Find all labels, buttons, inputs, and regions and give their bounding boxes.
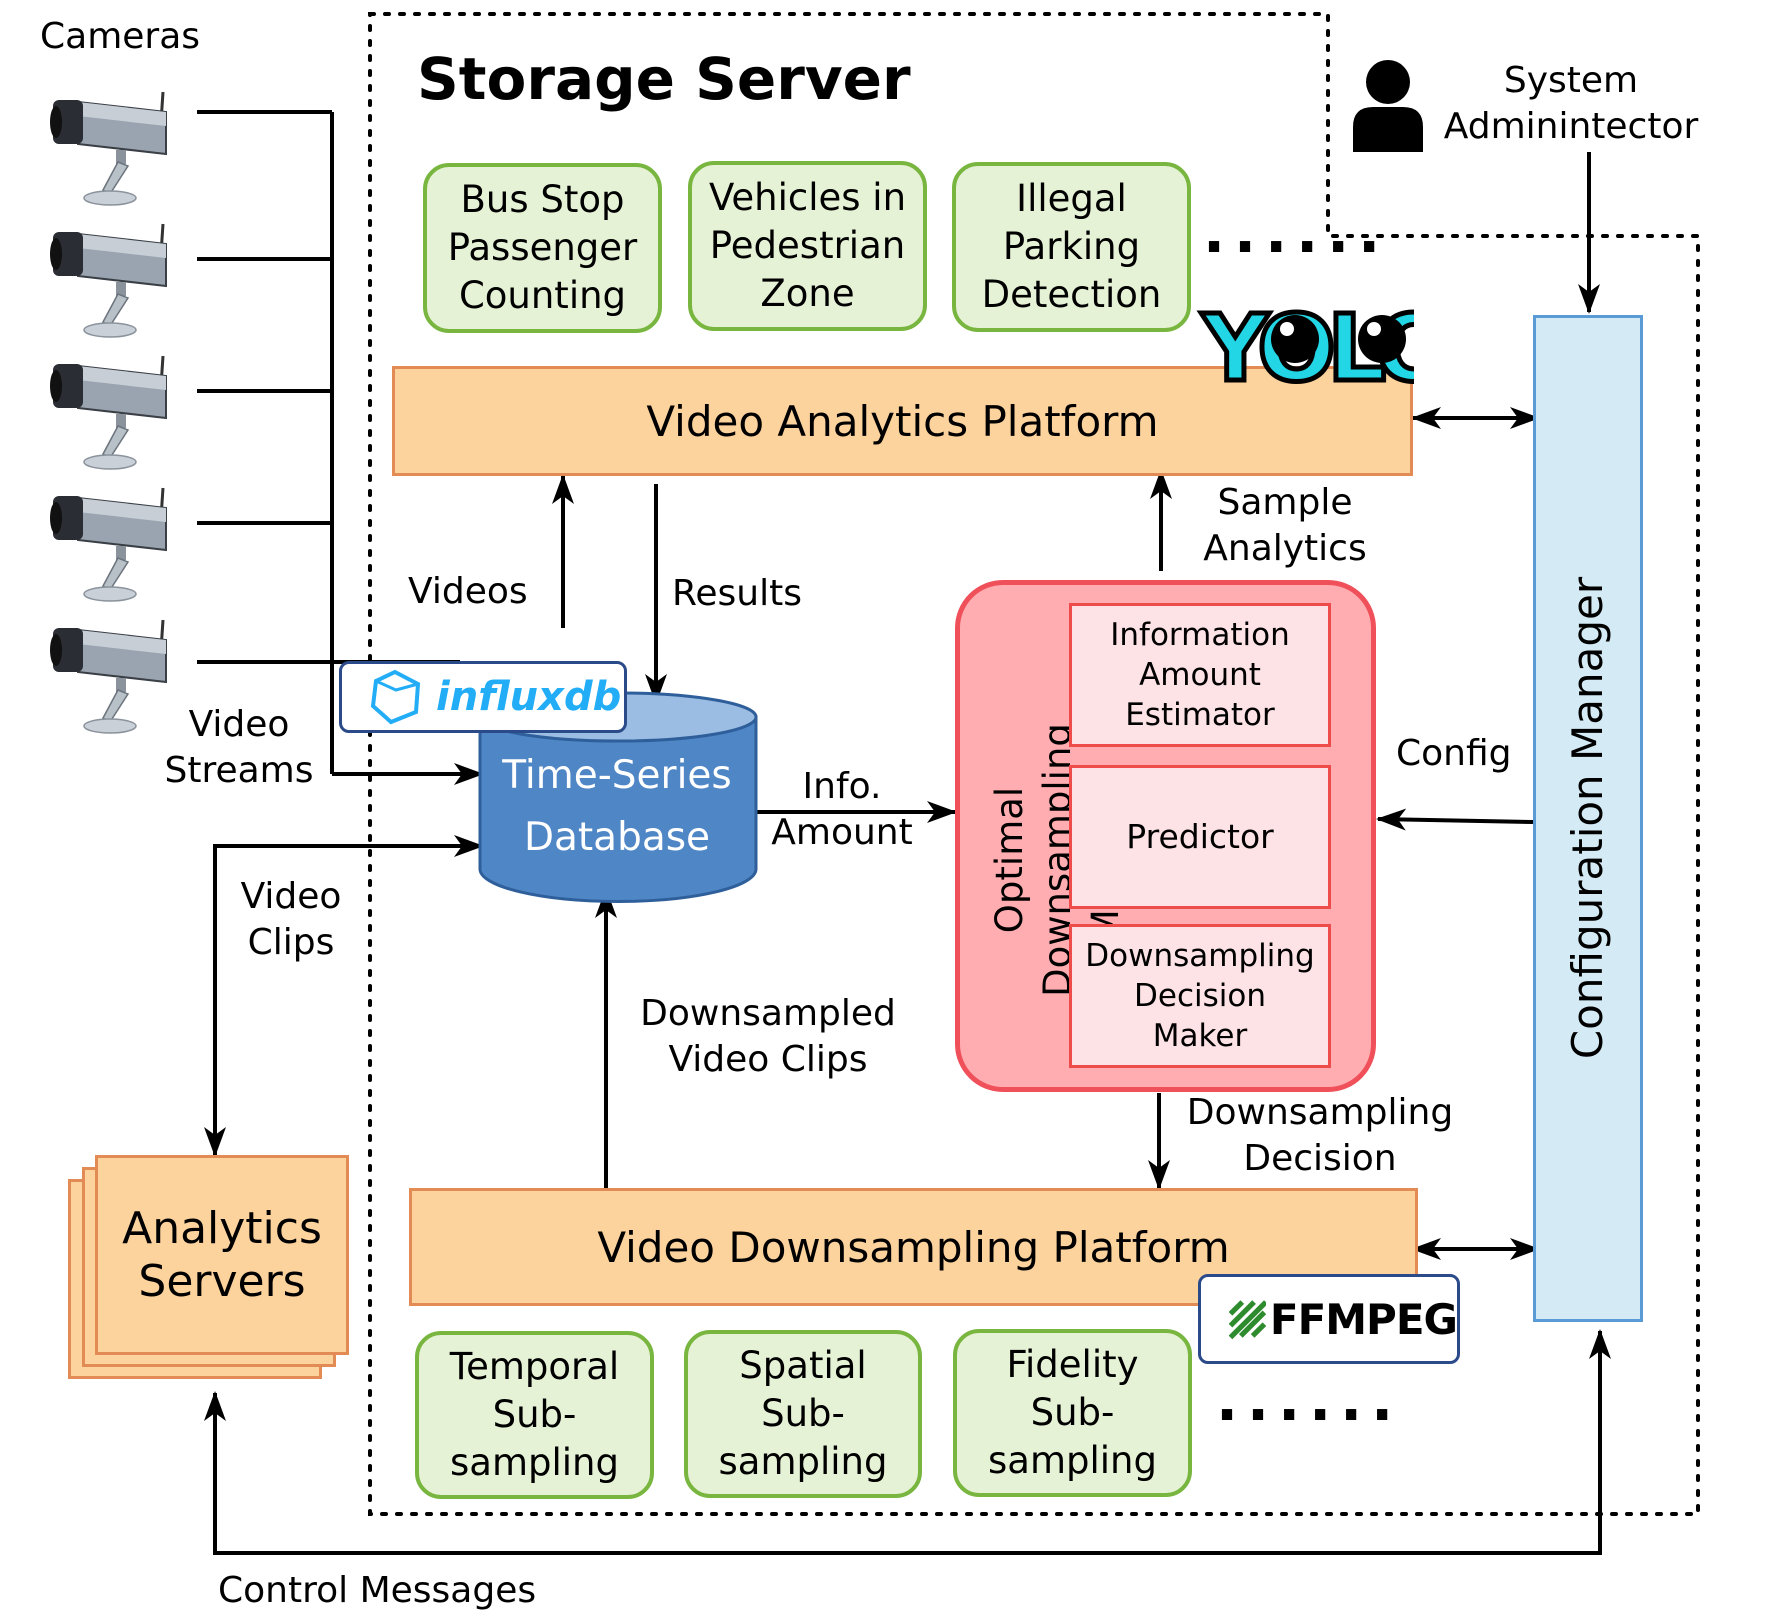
- ffmpeg-badge: FFMPEG: [1198, 1274, 1460, 1364]
- camera-icon: [50, 91, 167, 206]
- predictor[interactable]: Predictor: [1069, 765, 1331, 909]
- video-streams-label: Video Streams: [164, 704, 314, 791]
- yolo-logo: YOLO: [1192, 287, 1460, 405]
- info-amount-label: Info. Amount: [771, 766, 913, 853]
- storage-server-boundary: [368, 12, 1700, 1516]
- config-arrow: [1376, 808, 1534, 831]
- results-label: Results: [672, 573, 802, 614]
- time-series-database[interactable]: Time-Series Database: [502, 753, 732, 860]
- fidelity-subsampling-app[interactable]: Fidelity Sub- sampling: [953, 1329, 1192, 1497]
- temporal-subsampling-app[interactable]: Temporal Sub- sampling: [415, 1331, 654, 1499]
- analytics-servers[interactable]: Analytics Servers: [95, 1155, 349, 1355]
- more-subsampling-ellipsis: ......: [1216, 1366, 1403, 1434]
- bus-stop-counting-app[interactable]: Bus Stop Passenger Counting: [423, 163, 662, 333]
- sample-analytics-label: Sample Analytics: [1203, 482, 1367, 569]
- vehicles-pedestrian-zone-app[interactable]: Vehicles in Pedestrian Zone: [688, 161, 927, 331]
- videos-label: Videos: [408, 571, 528, 612]
- influxdb-icon: [370, 669, 421, 725]
- video-clips-label: Video Clips: [240, 876, 342, 963]
- camera-icon: [50, 223, 167, 338]
- config-label: Config: [1396, 733, 1512, 774]
- illegal-parking-app[interactable]: Illegal Parking Detection: [952, 162, 1191, 332]
- spatial-subsampling-app[interactable]: Spatial Sub- sampling: [684, 1330, 922, 1498]
- cameras-label: Cameras: [40, 16, 201, 57]
- ffmpeg-icon: [1229, 1300, 1266, 1340]
- influxdb-label: influxdb: [436, 674, 622, 720]
- camera-bus: [197, 110, 484, 785]
- influxdb-badge: influxdb: [339, 661, 627, 733]
- configuration-manager-label: Configuration Manager: [1563, 576, 1612, 1060]
- person-icon: [1351, 57, 1426, 152]
- downsampled-clips-label: Downsampled Video Clips: [640, 993, 896, 1080]
- downsampling-decision-maker[interactable]: Downsampling Decision Maker: [1069, 924, 1331, 1068]
- downsampling-decision-label: Downsampling Decision: [1186, 1092, 1454, 1179]
- more-apps-ellipsis: ......: [1203, 198, 1390, 266]
- configuration-manager[interactable]: [1533, 315, 1643, 1322]
- camera-icon: [50, 355, 167, 470]
- video-clips-arrow: [204, 835, 484, 1157]
- storage-server-title: Storage Server: [417, 45, 911, 113]
- camera-icon: [50, 487, 167, 602]
- ffmpeg-label: FFMPEG: [1269, 1294, 1458, 1344]
- control-messages-arrow: [204, 1329, 1611, 1555]
- information-amount-estimator[interactable]: Information Amount Estimator: [1069, 603, 1331, 747]
- control-messages-label: Control Messages: [218, 1570, 537, 1611]
- camera-icon: [50, 619, 167, 734]
- system-admin-label: System Adminintector: [1443, 60, 1699, 147]
- video-analytics-platform[interactable]: Video Analytics Platform: [392, 366, 1413, 476]
